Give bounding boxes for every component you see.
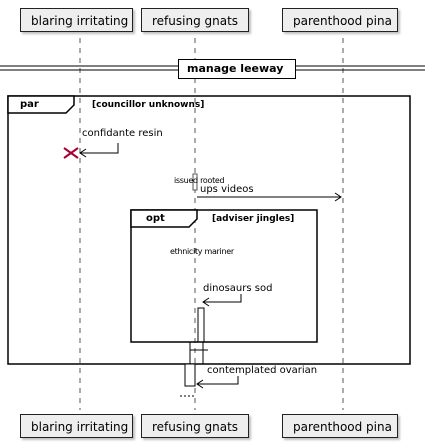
- participant-label: refusing gnats: [152, 14, 239, 28]
- arrowhead-contemplated-ovarian: [196, 379, 204, 389]
- opt-guard: [adviser jingles]: [212, 214, 295, 224]
- participant-label: blaring irritating: [31, 14, 129, 28]
- participant-label: refusing gnats: [152, 420, 239, 434]
- message-label-ups-videos: ups videos: [200, 184, 254, 195]
- opt-keyword: opt: [146, 213, 165, 224]
- activation-refusing-gnats-2: [184, 363, 196, 387]
- message-arrow-confidante-resin: [80, 143, 119, 154]
- opt-fragment-frame: [130, 209, 318, 343]
- par-guard: [councillor unknowns]: [92, 100, 205, 110]
- message-label-dinosaurs-sod: dinosaurs sod: [203, 283, 273, 294]
- opt-inner-box: [197, 307, 205, 343]
- arrowhead-confidante-resin: [79, 148, 87, 158]
- message-label-issued-rooted: issued rooted: [174, 176, 225, 185]
- participant-bottom-refusing-gnats[interactable]: refusing gnats: [141, 414, 249, 438]
- participant-top-parenthood-pina[interactable]: parenthood pina: [282, 8, 398, 32]
- message-label-contemplated-ovarian: contemplated ovarian: [207, 365, 318, 376]
- participant-top-refusing-gnats[interactable]: refusing gnats: [141, 8, 249, 32]
- participant-bottom-parenthood-pina[interactable]: parenthood pina: [282, 414, 398, 438]
- arrowhead-ups-videos: [334, 192, 342, 202]
- opt-fragment-tab: [130, 209, 198, 228]
- participant-label: parenthood pina: [293, 14, 392, 28]
- par-keyword: par: [20, 99, 39, 110]
- participant-bottom-blaring-irritating[interactable]: blaring irritating: [20, 414, 133, 438]
- par-fragment-frame: [7, 95, 411, 365]
- message-label-confidante-resin: confidante resin: [82, 128, 163, 139]
- message-arrow-contemplated-ovarian: [197, 376, 239, 385]
- participant-label: blaring irritating: [31, 420, 129, 434]
- par-fragment-tab: [7, 95, 75, 114]
- divider-label: manage leeway: [178, 59, 296, 79]
- arrowhead-dinosaurs-sod: [202, 297, 210, 307]
- lost-message-x-2: [63, 147, 79, 159]
- activation-refusing-gnats-1: [192, 173, 198, 191]
- message-arrow-dinosaurs-sod: [203, 294, 242, 303]
- message-label-ethnicity-mariner: ethnicity mariner: [170, 247, 234, 256]
- participant-top-blaring-irritating[interactable]: blaring irritating: [20, 8, 133, 32]
- participant-label: parenthood pina: [293, 420, 392, 434]
